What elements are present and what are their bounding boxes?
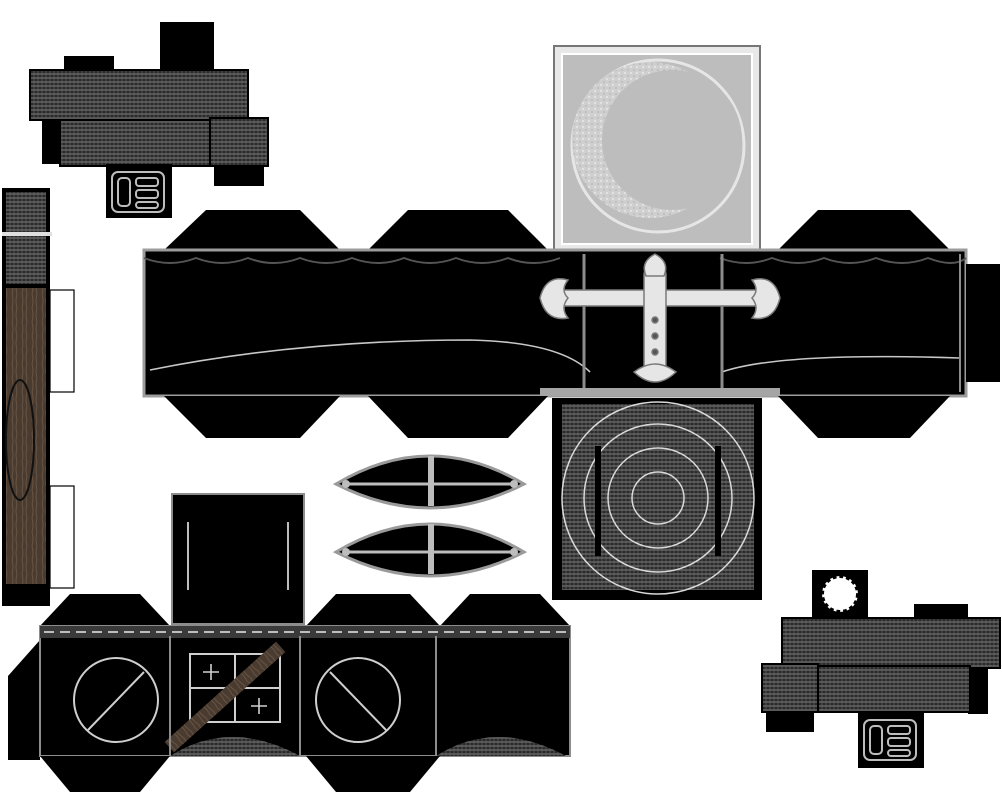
- lower-band: [8, 594, 571, 792]
- crescent-moon-icon: [572, 62, 742, 218]
- circular-seal-icon: [561, 401, 755, 595]
- seal-panel: [552, 398, 762, 600]
- boat-piece-top: [332, 454, 528, 510]
- stone-block-top-left: [29, 22, 269, 218]
- stone-block-bottom-right: [761, 570, 1001, 768]
- wood-column-left: [2, 188, 75, 606]
- lower-top-panel: [171, 493, 305, 625]
- boat-piece-bottom: [332, 522, 528, 578]
- moon-panel: [553, 45, 761, 251]
- ornamental-cross-icon: [539, 253, 781, 383]
- gear-icon: [820, 574, 860, 614]
- rune-icon-bottom: [863, 719, 917, 761]
- main-band: [142, 210, 1000, 438]
- rune-icon: [111, 171, 165, 213]
- round-portal-window-icon: [73, 657, 401, 743]
